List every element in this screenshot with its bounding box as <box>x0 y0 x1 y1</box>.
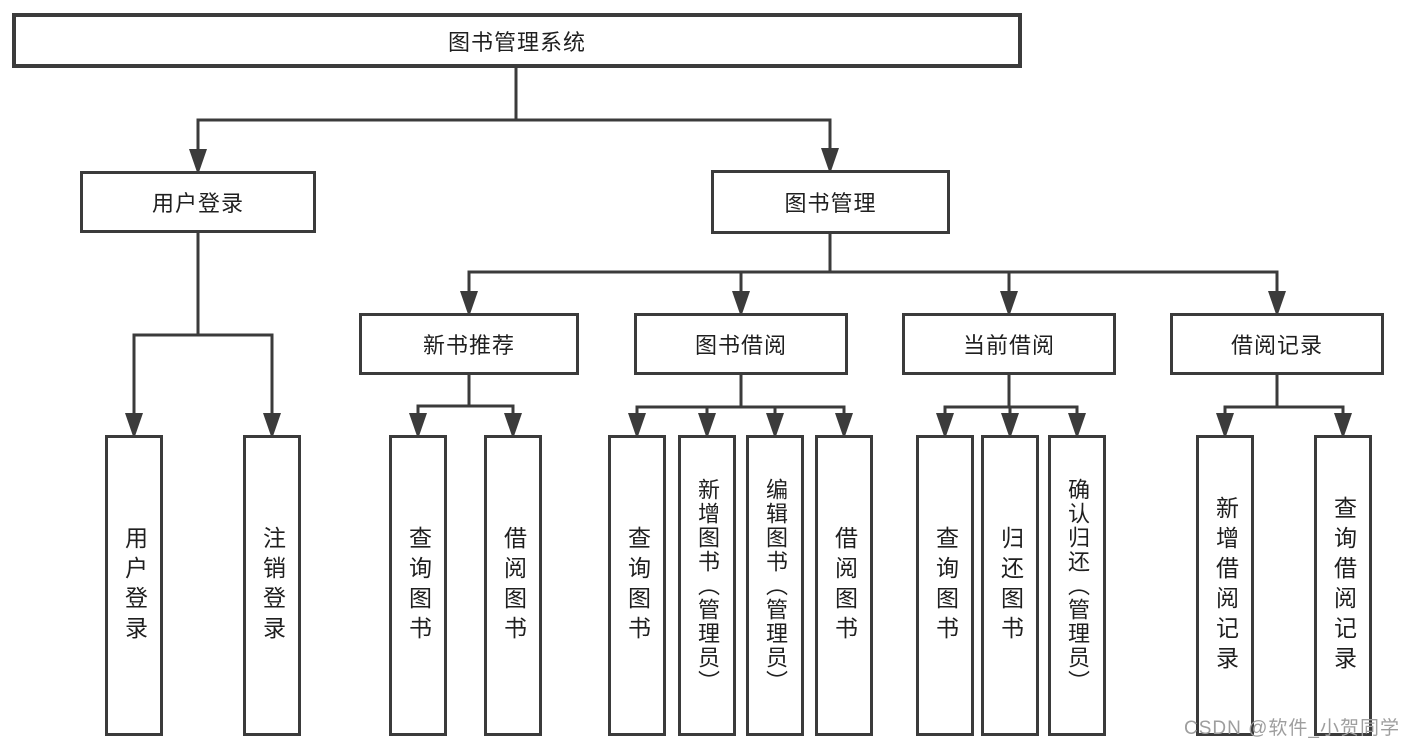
node-label: 图书管理 <box>784 191 877 216</box>
leaf-logout: 注销登录 <box>243 435 301 736</box>
node-label: 新增借阅记录 <box>1212 495 1239 676</box>
node-label: 确认归还（管理员） <box>1065 477 1090 694</box>
node-label: 查询图书 <box>405 525 432 646</box>
leaf-add-books-admin: 新增图书（管理员） <box>678 435 736 736</box>
node-label: 借阅图书 <box>831 525 858 646</box>
node-label: 新增图书（管理员） <box>695 477 720 694</box>
node-borrowing-records: 借阅记录 <box>1170 313 1384 375</box>
leaf-query-books-recommend: 查询图书 <box>389 435 447 736</box>
node-system-root: 图书管理系统 <box>12 13 1022 68</box>
node-label: 当前借阅 <box>962 333 1055 358</box>
node-label: 新书推荐 <box>422 333 515 358</box>
node-book-borrowing: 图书借阅 <box>634 313 848 375</box>
node-label: 用户登录 <box>121 525 148 646</box>
leaf-user-login: 用户登录 <box>105 435 163 736</box>
leaf-borrow-books: 借阅图书 <box>815 435 873 736</box>
leaf-query-books-borrowing: 查询图书 <box>608 435 666 736</box>
leaf-add-borrow-record: 新增借阅记录 <box>1196 435 1254 736</box>
node-label: 用户登录 <box>151 191 244 216</box>
node-current-borrowing: 当前借阅 <box>902 313 1116 375</box>
node-label: 借阅记录 <box>1230 333 1323 358</box>
csdn-watermark: CSDN @软件_小贺同学 <box>1184 718 1400 739</box>
node-label: 注销登录 <box>259 525 286 646</box>
leaf-confirm-return-admin: 确认归还（管理员） <box>1048 435 1106 736</box>
leaf-return-books: 归还图书 <box>981 435 1039 736</box>
leaf-edit-books-admin: 编辑图书（管理员） <box>746 435 804 736</box>
node-book-management-module: 图书管理 <box>711 170 950 234</box>
node-user-login-module: 用户登录 <box>80 171 316 233</box>
node-label: 查询图书 <box>932 525 959 646</box>
node-label: 借阅图书 <box>500 525 527 646</box>
node-label: 图书借阅 <box>694 333 787 358</box>
node-label: 查询图书 <box>624 525 651 646</box>
node-label: 归还图书 <box>997 525 1024 646</box>
node-label: 图书管理系统 <box>447 29 586 55</box>
node-label: 查询借阅记录 <box>1330 495 1357 676</box>
node-new-book-recommendation: 新书推荐 <box>359 313 579 375</box>
leaf-query-borrow-record: 查询借阅记录 <box>1314 435 1372 736</box>
node-label: 编辑图书（管理员） <box>763 477 788 694</box>
leaf-query-books-current: 查询图书 <box>916 435 974 736</box>
leaf-borrow-books-recommend: 借阅图书 <box>484 435 542 736</box>
